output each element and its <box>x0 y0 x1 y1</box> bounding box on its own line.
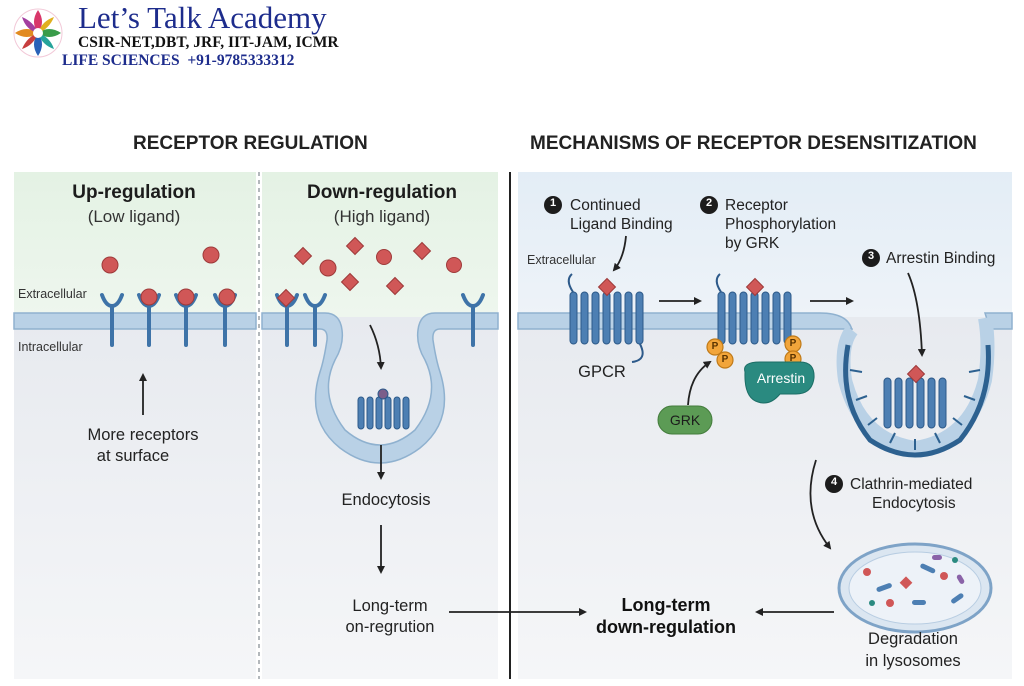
step2-line3: by GRK <box>725 235 780 252</box>
step2-line1: Receptor <box>725 197 788 214</box>
endocytosis-label: Endocytosis <box>341 491 431 509</box>
step3-line1: Arrestin Binding <box>886 250 996 267</box>
gpcr1-n-terminus <box>567 273 574 293</box>
membrane-upregulation <box>13 312 257 330</box>
downregulation-subtitle: (High ligand) <box>333 207 431 226</box>
lysosome-debris <box>863 555 965 607</box>
outcome-line-1: Long-term <box>621 595 711 615</box>
downregulation-intracellular-bg <box>262 317 498 679</box>
receptor-regulation-heading: RECEPTOR REGULATION <box>133 133 368 154</box>
long-term-label-2: on-regrution <box>345 618 435 636</box>
degradation-line-2: in lysosomes <box>865 652 961 670</box>
upregulation-extracellular-bg <box>14 172 256 317</box>
flower-logo-icon <box>13 8 63 58</box>
degradation-line-1: Degradation <box>868 630 958 648</box>
step1-number: 1 <box>549 197 557 209</box>
brand-title: Let’s Talk Academy <box>78 0 327 35</box>
arrows <box>139 235 926 616</box>
upregulation-intracellular-bg <box>14 317 256 679</box>
lysosome-inner <box>848 551 982 625</box>
outcome-line-2: down-regulation <box>596 617 736 637</box>
gpcr-receptor-1 <box>569 291 644 345</box>
step2-line2: Phosphorylation <box>725 216 837 233</box>
step3-number: 3 <box>867 250 875 262</box>
brand-contact: LIFE SCIENCES +91-9785333312 <box>62 52 295 69</box>
ligands-up <box>101 246 236 306</box>
phosphate-label-2: P <box>721 354 729 365</box>
brand-subtitle: CSIR-NET,DBT, JRF, IIT-JAM, ICMR <box>78 34 339 51</box>
arrestin-shape <box>744 361 815 404</box>
gpcr2-n-terminus <box>715 273 722 293</box>
upregulation-note-2: at surface <box>96 447 170 465</box>
step1-line2: Ligand Binding <box>570 216 673 233</box>
gpcr3-ligand <box>906 364 926 384</box>
phosphate-label-4: P <box>789 353 797 364</box>
clathrin-coat-ticks <box>849 369 981 450</box>
internalized-receptor <box>357 388 410 430</box>
grk-pill <box>657 405 713 435</box>
downregulation-title: Down-regulation <box>307 182 457 203</box>
upregulation-title: Up-regulation <box>72 182 196 203</box>
clathrin-coat <box>843 344 991 458</box>
gpcr-label: GPCR <box>578 363 626 381</box>
downregulation-extracellular-bg <box>262 172 498 317</box>
receptor-y-group-down <box>275 293 485 347</box>
phosphate-label-3: P <box>789 338 797 349</box>
gpcr1-c-terminus <box>631 343 644 363</box>
long-term-label-1: Long-term <box>352 597 428 615</box>
step4-number: 4 <box>830 476 838 488</box>
step4-line1: Clathrin-mediated <box>850 476 973 493</box>
desensitization-heading: MECHANISMS OF RECEPTOR DESENSITIZATION <box>530 133 977 154</box>
extracellular-label-right: Extracellular <box>527 253 596 267</box>
ligands-down <box>276 236 462 308</box>
gpcr2-ligand <box>745 277 765 297</box>
membrane-desensitization <box>517 312 853 331</box>
step-markers <box>544 196 880 493</box>
step4-line2: Endocytosis <box>872 495 956 512</box>
upregulation-note-1: More receptors <box>87 426 199 444</box>
step1-line1: Continued <box>570 197 641 214</box>
step2-number: 2 <box>705 197 713 209</box>
gpcr-receptor-2 <box>717 291 792 345</box>
grk-label: GRK <box>669 412 701 428</box>
upregulation-subtitle: (Low ligand) <box>87 207 181 226</box>
arrestin-label: Arrestin <box>756 370 806 386</box>
extracellular-label: Extracellular <box>18 287 87 301</box>
phosphate-label-1: P <box>711 341 719 352</box>
gpcr-receptor-3 <box>883 377 947 429</box>
intracellular-label: Intracellular <box>18 340 83 354</box>
gpcr1-ligand <box>597 277 617 297</box>
